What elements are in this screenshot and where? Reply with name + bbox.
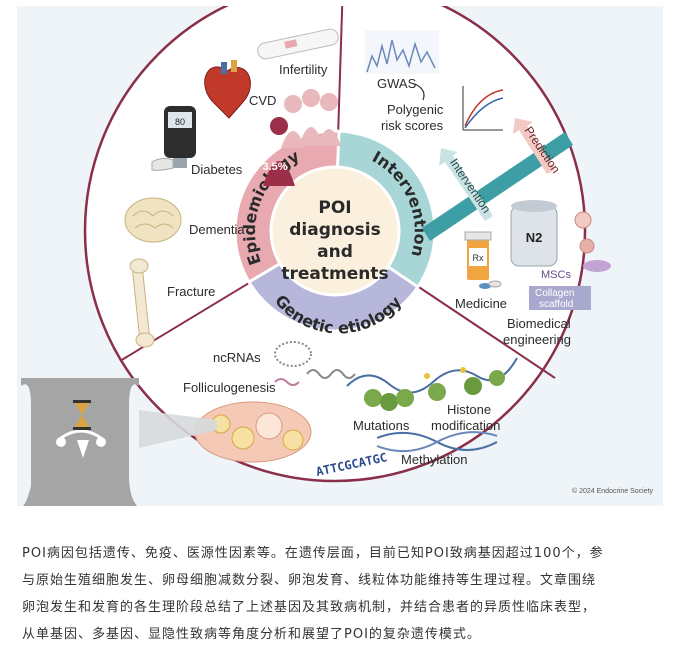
bone-icon <box>129 258 155 348</box>
glucometer-value: 80 <box>175 117 185 127</box>
torso-icon <box>21 378 139 506</box>
caption-line-2: 与原始生殖细胞发生、卵母细胞减数分裂、卵泡发育、线粒体功能维持等生理过程。文章围… <box>22 573 597 588</box>
ovary-follicles-icon <box>194 401 312 463</box>
figure-panel: POI diagnosis and treatments Epidemiolog… <box>17 6 663 506</box>
label-dementia: Dementia <box>189 222 245 237</box>
label-bio-line1: Biomedical <box>507 316 571 331</box>
rx-label: Rx <box>473 253 484 263</box>
label-cvd: CVD <box>249 93 276 108</box>
poi-diagram: POI diagnosis and treatments Epidemiolog… <box>21 6 654 506</box>
pregnancy-test-illustration <box>257 28 339 60</box>
prevalence-label: 3.5% <box>262 161 287 173</box>
gwas-arrow <box>414 83 425 101</box>
center-title-3: and <box>317 242 353 262</box>
rna-icon <box>274 341 356 386</box>
center-circle <box>269 165 401 297</box>
label-diabetes: Diabetes <box>191 162 243 177</box>
label-collagen-line2: scaffold <box>539 299 573 310</box>
label-mscs: MSCs <box>541 269 571 281</box>
teal-band <box>422 132 573 241</box>
label-ncrnas: ncRNAs <box>213 350 261 365</box>
nitrogen-tank-icon: N2 <box>510 200 558 267</box>
label-prs-line1: Polygenic <box>387 102 444 117</box>
n2-label: N2 <box>526 230 543 245</box>
label-methylation: Methylation <box>401 452 467 467</box>
brain-icon <box>124 197 182 243</box>
gwas-plot-icon <box>365 30 439 74</box>
collagen-scaffold <box>529 286 591 310</box>
dna-helix-icon <box>376 431 498 453</box>
heart-icon <box>204 60 251 119</box>
women-group-icon <box>263 89 341 186</box>
label-prs-line2: risk scores <box>381 118 444 133</box>
label-mutations: Mutations <box>353 418 410 433</box>
label-infertility: Infertility <box>279 62 328 77</box>
glucometer-icon: 80 <box>151 106 196 171</box>
zoom-wedge <box>139 410 217 448</box>
histone-dna-icon <box>346 357 518 411</box>
caption-line-4: 从单基因、多基因、显隐性致病等角度分析和展望了POI的复杂遗传模式。 <box>22 627 481 642</box>
prs-curve-icon <box>462 86 504 131</box>
label-histone-line2: modification <box>431 418 500 433</box>
label-collagen-line1: Collagen <box>535 288 574 299</box>
copyright-label: © 2024 Endocrine Society <box>572 487 654 495</box>
center-title-1: POI <box>318 198 351 218</box>
cells-icon <box>574 211 611 272</box>
pill-bottle-icon: Rx <box>464 231 502 289</box>
label-fracture: Fracture <box>167 284 215 299</box>
caption-line-1: POI病因包括遗传、免疫、医源性因素等。在遗传层面，目前已知POI致病基因超过1… <box>22 546 604 561</box>
hourglass-icon <box>73 400 91 430</box>
caption-line-3: 卵泡发生和发育的各生理阶段总结了上述基因及其致病机制，并结合患者的异质性临床表型… <box>22 600 597 615</box>
center-title-4: treatments <box>281 264 388 284</box>
center-title-2: diagnosis <box>289 220 380 240</box>
label-bio-line2: engineering <box>503 332 571 347</box>
label-medicine: Medicine <box>455 296 507 311</box>
label-gwas: GWAS <box>377 76 417 91</box>
label-histone-line1: Histone <box>447 402 491 417</box>
caption-paragraph: POI病因包括遗传、免疫、医源性因素等。在遗传层面，目前已知POI致病基因超过1… <box>22 540 662 648</box>
label-folliculogenesis: Folliculogenesis <box>183 380 276 395</box>
